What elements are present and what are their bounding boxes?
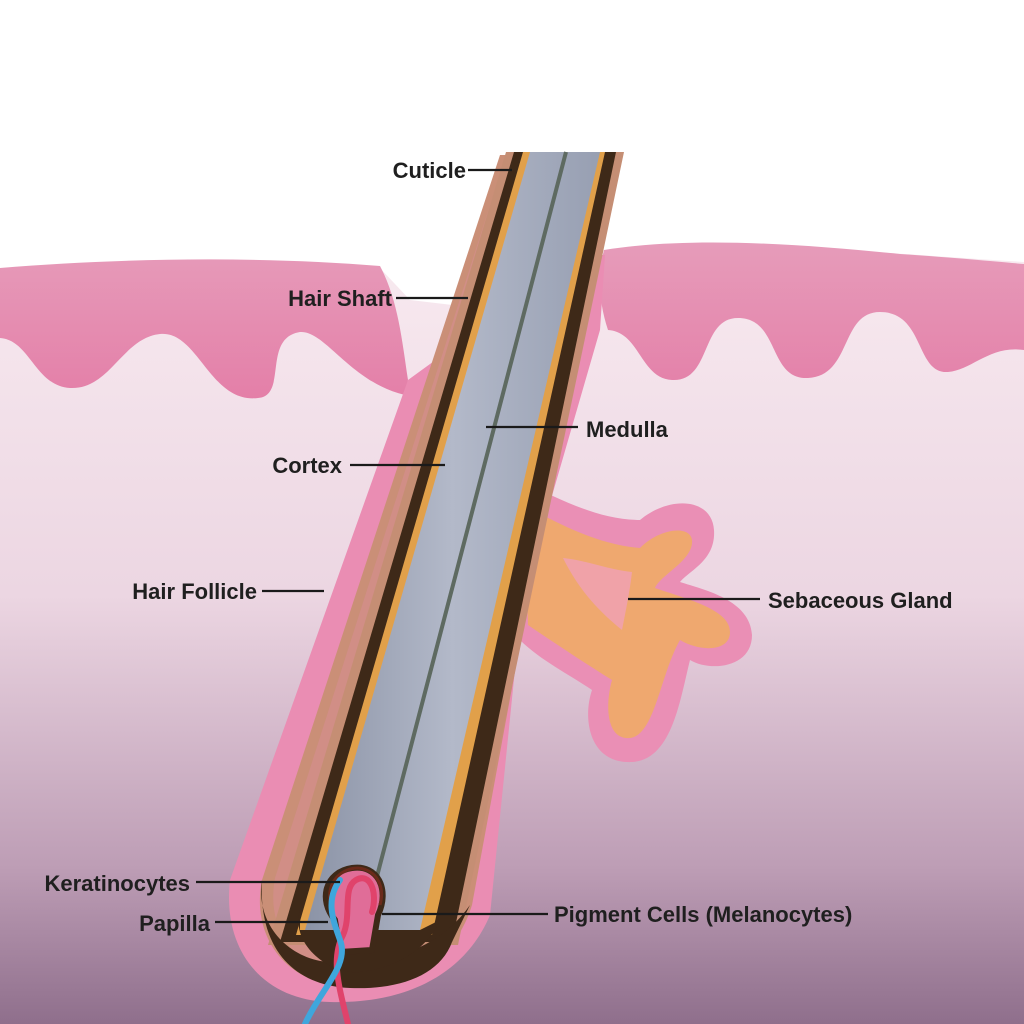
- label-pigment-cells: Pigment Cells (Melanocytes): [554, 902, 852, 927]
- blood-vessel-vein: [302, 877, 345, 1024]
- label-hair-follicle: Hair Follicle: [132, 579, 257, 604]
- label-hair-shaft: Hair Shaft: [288, 286, 393, 311]
- label-cortex: Cortex: [272, 453, 342, 478]
- hair-bulb: [261, 880, 470, 989]
- epidermis-layer: [0, 242, 1024, 399]
- sebaceous-gland-highlight: [563, 558, 632, 630]
- label-cuticle: Cuticle: [393, 158, 466, 183]
- label-papilla: Papilla: [139, 911, 211, 936]
- label-keratinocytes: Keratinocytes: [44, 871, 190, 896]
- blood-vessel-artery: [333, 875, 377, 1024]
- hair-cortex: [305, 152, 600, 930]
- label-medulla: Medulla: [586, 417, 669, 442]
- label-sebaceous-gland: Sebaceous Gland: [768, 588, 953, 613]
- hair-medulla: [361, 151, 568, 931]
- keratinocyte-ring: [328, 866, 383, 913]
